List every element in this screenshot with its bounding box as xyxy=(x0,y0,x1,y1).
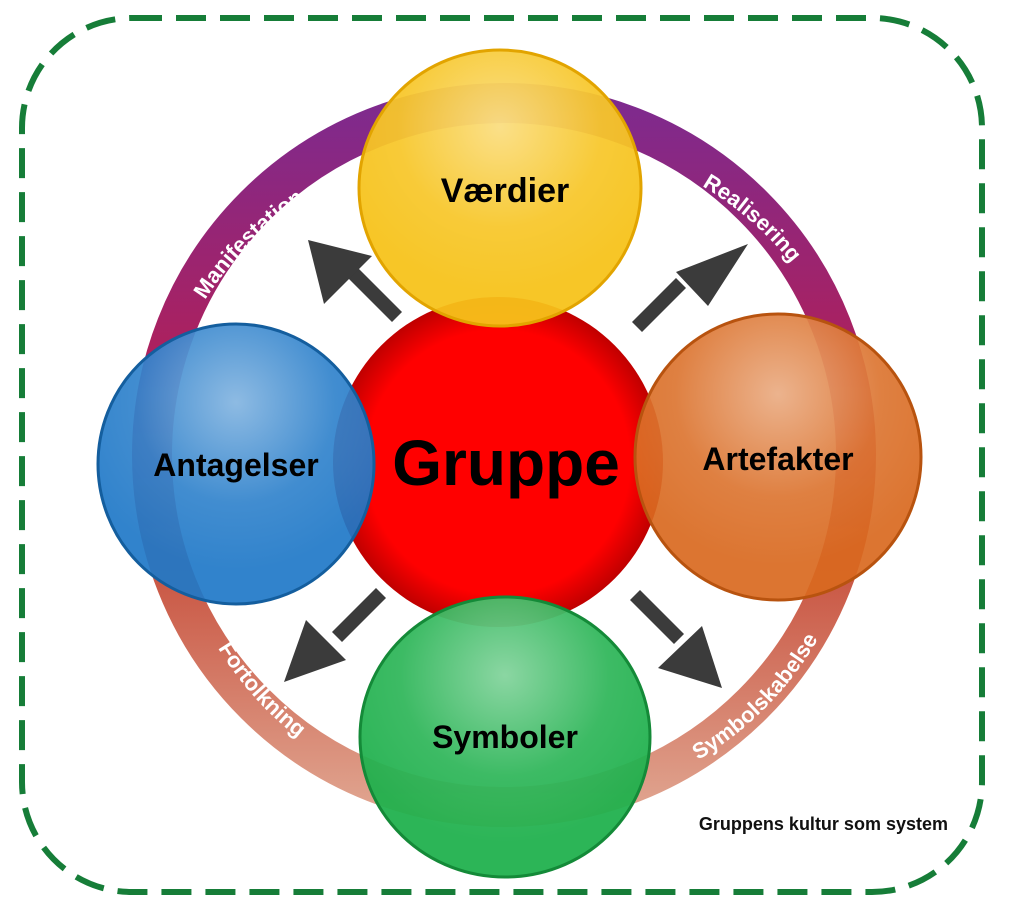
node-symboler: Symboler xyxy=(358,595,652,879)
center-label: Gruppe xyxy=(392,427,620,499)
node-label-artefakter: Artefakter xyxy=(702,441,853,477)
node-label-antagelser: Antagelser xyxy=(153,447,318,483)
arrow-up-left xyxy=(308,240,402,322)
node-artefakter: Artefakter xyxy=(633,312,923,602)
arrow-down-right xyxy=(630,590,722,688)
diagram-caption: Gruppens kultur som system xyxy=(698,814,948,834)
node-vaerdier: Værdier xyxy=(357,48,643,328)
arrow-down-left xyxy=(284,588,386,682)
node-label-symboler: Symboler xyxy=(432,719,578,755)
node-label-vaerdier: Værdier xyxy=(441,172,570,210)
arrow-up-right xyxy=(632,244,748,332)
node-antagelser: Antagelser xyxy=(96,322,376,606)
dashed-frame xyxy=(19,15,985,895)
center-node: Gruppe xyxy=(333,297,663,627)
